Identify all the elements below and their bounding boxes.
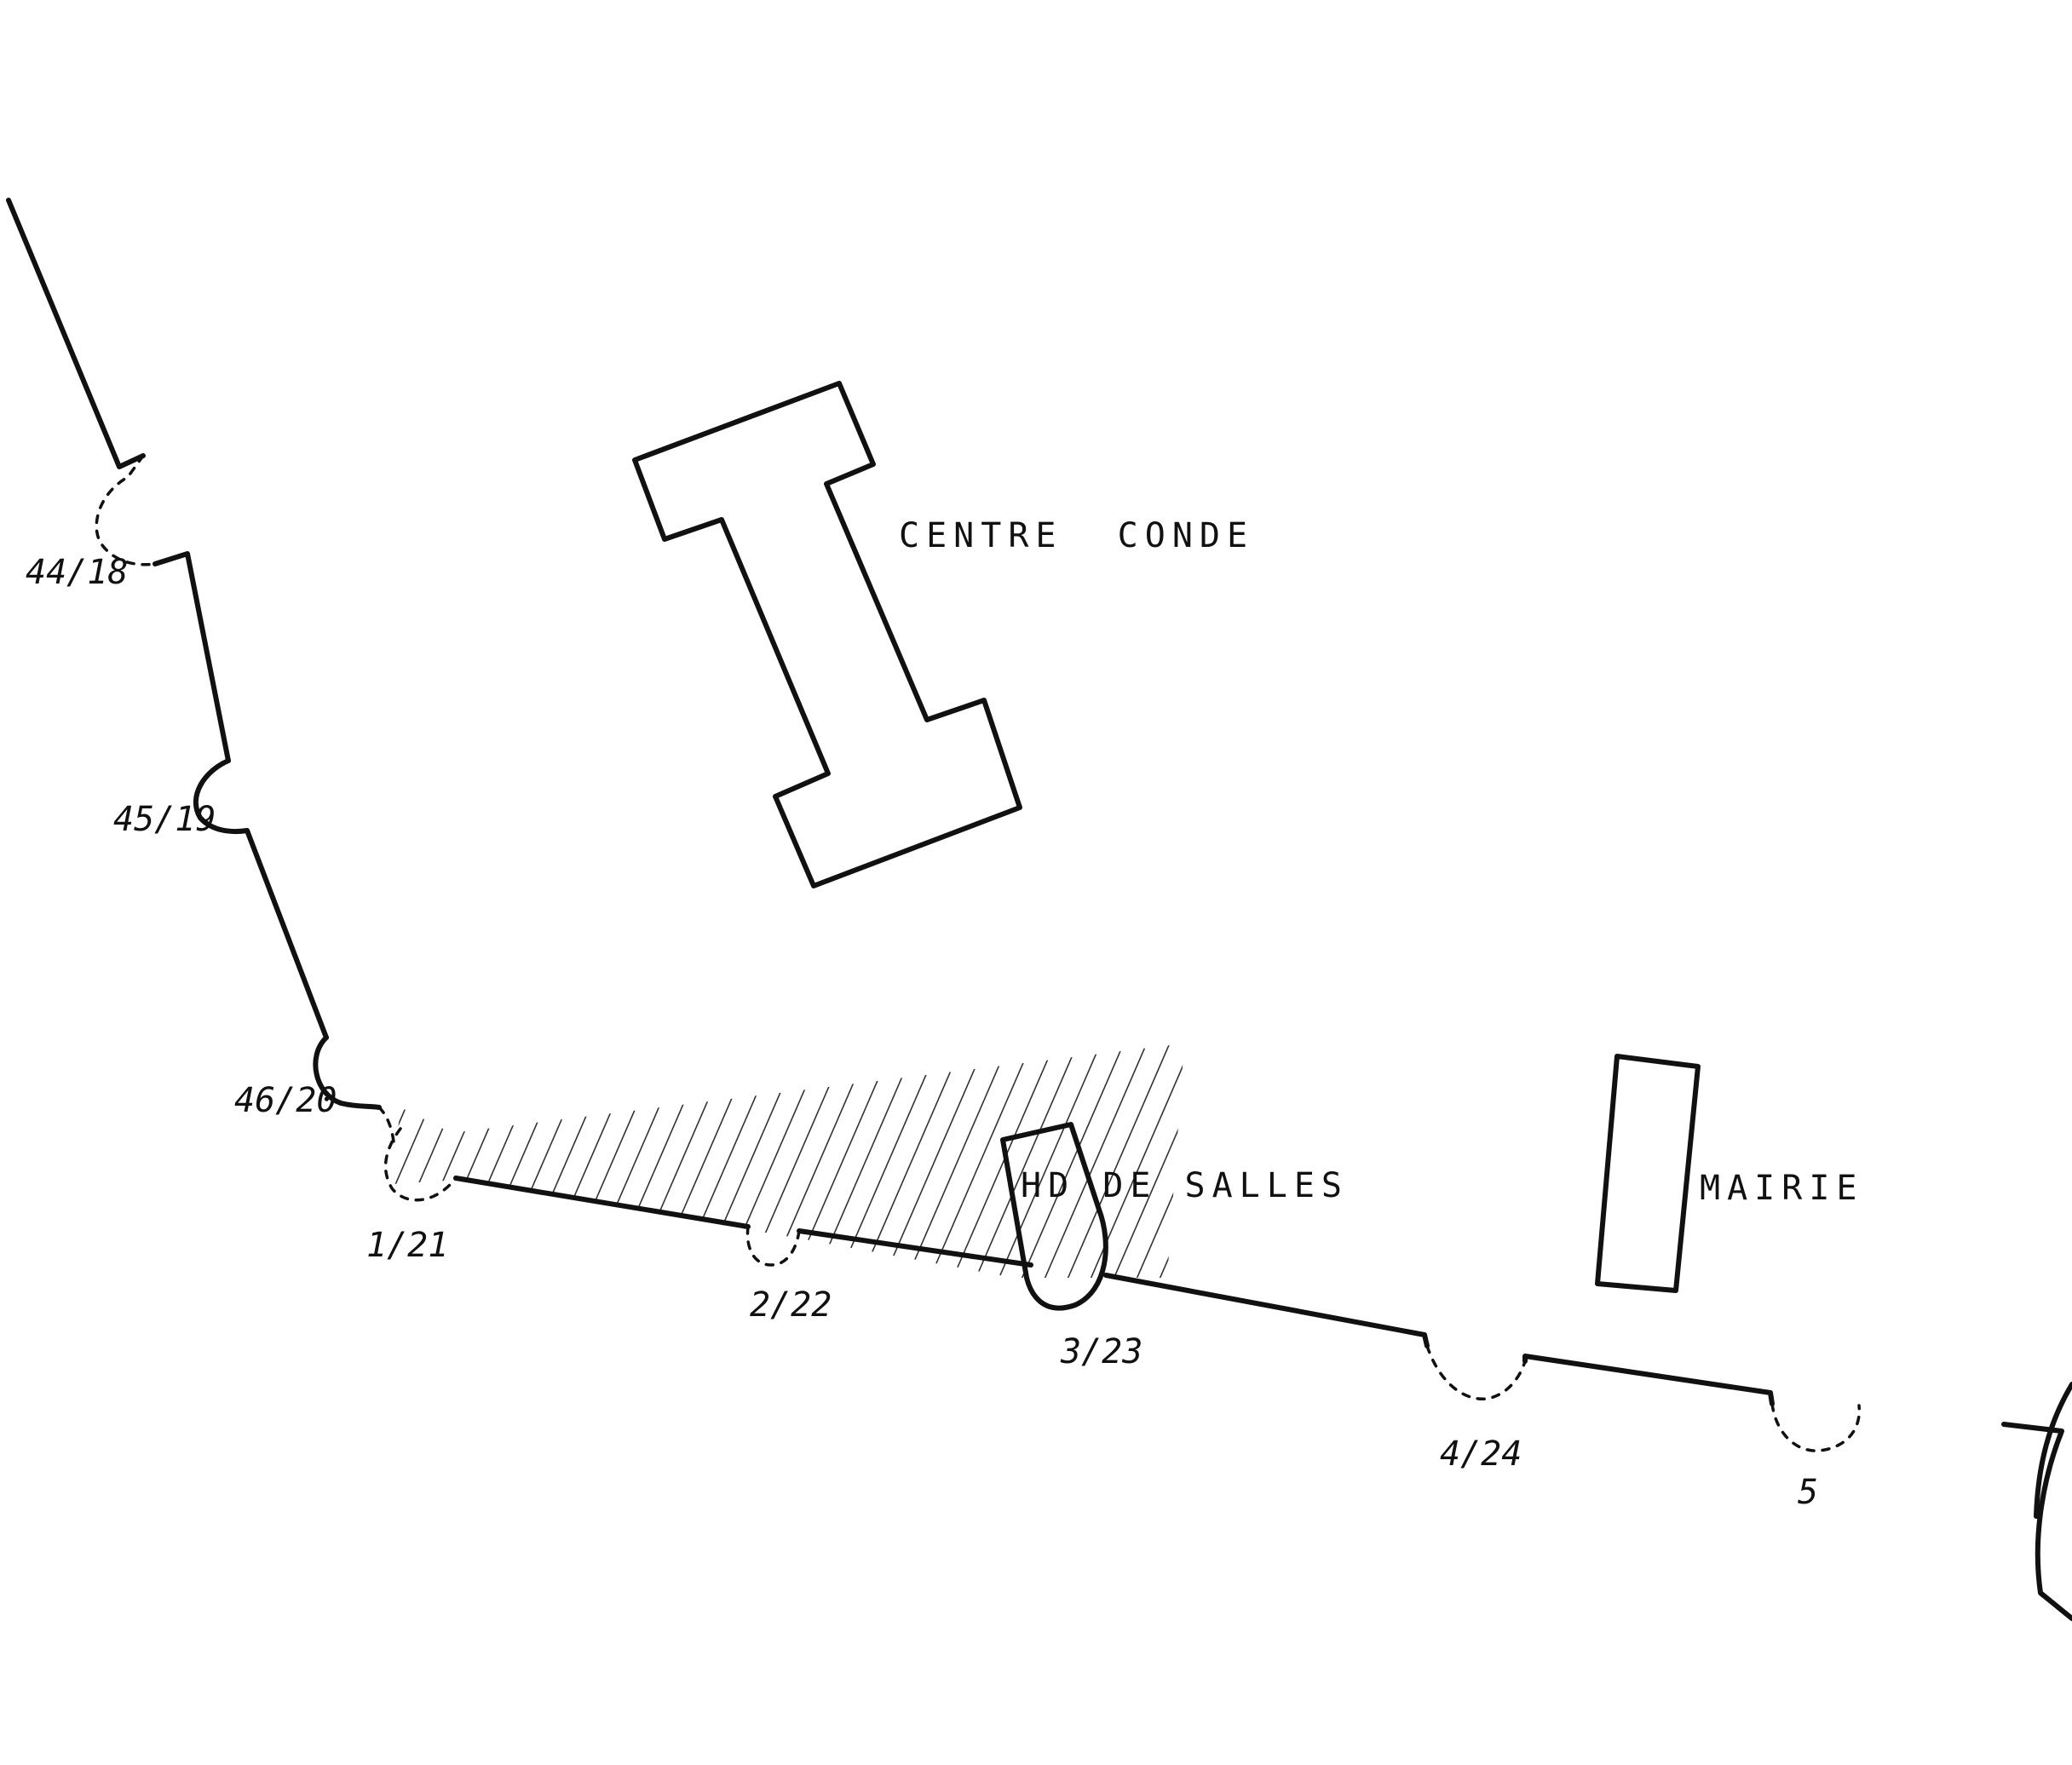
hatch-line <box>1014 1043 1126 1278</box>
hatch-line <box>646 1043 758 1278</box>
hatch-line <box>1060 1043 1172 1278</box>
tower-label-45: 45/19 <box>113 800 216 839</box>
tower-outlines <box>95 454 1861 1452</box>
hatch-line <box>508 1043 620 1278</box>
hatch-line <box>1106 1043 1184 1278</box>
hatch-line <box>600 1043 712 1278</box>
hatch-line <box>1129 1043 1184 1278</box>
tower-4-outline <box>1425 1344 1527 1400</box>
wall-segment-east <box>2001 1422 2072 1621</box>
hatch-line <box>899 1043 1011 1278</box>
hatch-line <box>715 1043 827 1278</box>
hatch-line <box>761 1043 873 1278</box>
hatch-line <box>968 1043 1080 1278</box>
hatch-line <box>256 1039 366 1295</box>
hatch-line <box>485 1043 597 1278</box>
wall-segment-south-3 <box>1103 1273 1430 1348</box>
wall-segment-upper <box>153 551 329 1040</box>
wall-arc-east <box>2034 1382 2072 1519</box>
mairie-building <box>1595 1054 1701 1293</box>
hatch-line <box>945 1043 1057 1278</box>
tower-44-outline <box>95 454 157 566</box>
label-mairie: MAIRIE <box>1700 1169 1864 1208</box>
hotel-de-salles-tower <box>1000 1122 1108 1311</box>
hatch-line <box>554 1043 666 1278</box>
tower-label-4: 4/24 <box>1440 1434 1522 1474</box>
hatch-line <box>876 1043 988 1278</box>
tower-label-3: 3/23 <box>1060 1332 1142 1371</box>
label-hd-de-salles: HD DE SALLES <box>1021 1166 1349 1205</box>
wall-segment-top <box>6 198 146 469</box>
tower-5-outline <box>1770 1402 1861 1452</box>
label-centre-conde: CENTRE CONDE <box>899 516 1254 555</box>
hatch-line <box>1037 1043 1149 1278</box>
tower-label-2: 2/22 <box>750 1285 832 1325</box>
hatch-line <box>991 1043 1103 1278</box>
rampart-wall <box>6 198 2072 1621</box>
hatch-line <box>623 1043 735 1278</box>
hatch-line <box>830 1043 942 1278</box>
hatch-line <box>669 1043 781 1278</box>
centre-conde-building <box>632 381 1022 888</box>
wall-segment-south-1 <box>453 1176 751 1229</box>
hatch-line <box>462 1043 574 1278</box>
tower-label-5: 5 <box>1798 1473 1818 1512</box>
hatch-line <box>807 1043 919 1278</box>
hatch-line <box>577 1043 689 1278</box>
wall-segment-middle <box>313 1035 382 1110</box>
wall-segment-south-2 <box>797 1228 1033 1268</box>
tower-46-outline <box>377 1106 395 1143</box>
hatch-line <box>784 1043 896 1278</box>
hatch-line <box>692 1043 804 1278</box>
tower-label-1: 1/21 <box>366 1226 448 1265</box>
hatch-line <box>1083 1043 1184 1278</box>
hatch-line <box>853 1043 965 1278</box>
tower-label-46: 46/20 <box>234 1081 337 1120</box>
tower-2-outline <box>745 1225 801 1267</box>
tower-1-outline <box>383 1127 458 1202</box>
tower-label-44: 44/18 <box>26 553 128 592</box>
hatch-line <box>439 1043 551 1278</box>
hatch-line <box>531 1043 643 1278</box>
wall-segment-south-4 <box>1522 1354 1775 1406</box>
